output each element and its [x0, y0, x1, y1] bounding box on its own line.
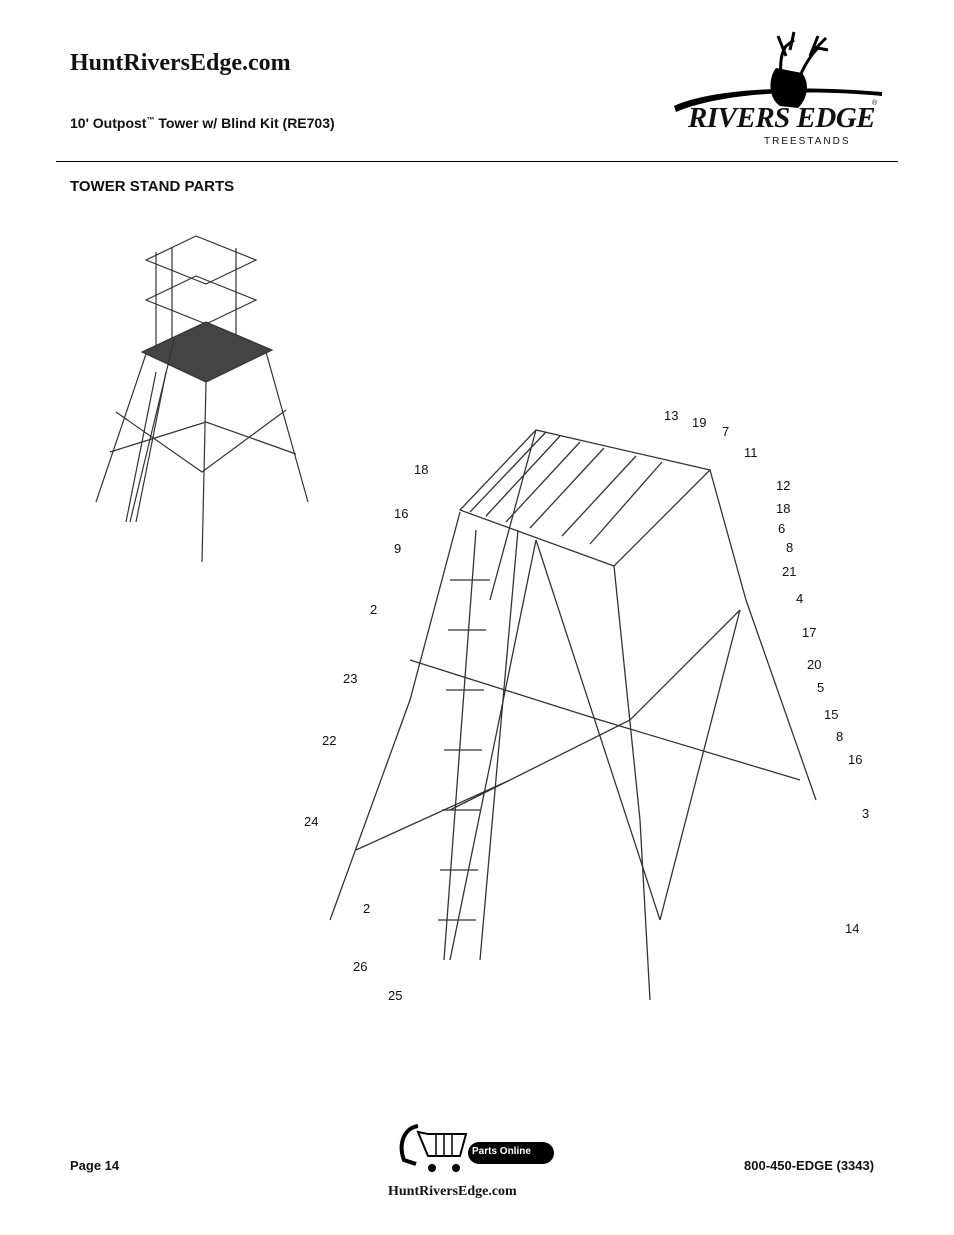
callout-9: 9 — [394, 541, 402, 556]
tower-parts-exploded-diagram — [329, 429, 817, 1001]
callout-11: 11 — [744, 445, 758, 460]
assembled-tower-thumbnail — [95, 235, 309, 563]
registered-mark: ® — [872, 100, 878, 107]
callout-18b: 18 — [776, 501, 791, 516]
callout-8a: 8 — [786, 540, 794, 555]
callout-23: 23 — [343, 671, 358, 686]
logo-wordmark: RIVERS EDGE — [688, 102, 876, 134]
callout-2a: 2 — [370, 602, 378, 617]
phone-number: 800-450-EDGE (3343) — [744, 1158, 875, 1173]
product-name: 10' Outpost — [70, 115, 147, 131]
section-title: TOWER STAND PARTS — [70, 178, 235, 195]
callout-5: 5 — [817, 680, 825, 695]
callout-17: 17 — [802, 625, 817, 640]
parts-online-label: Parts Online — [472, 1146, 531, 1157]
callout-20: 20 — [807, 657, 822, 672]
callout-15: 15 — [824, 707, 839, 722]
rivers-edge-logo: RIVERS EDGE ® TREESTANDS — [668, 28, 890, 150]
callout-13: 13 — [664, 408, 679, 423]
callout-21: 21 — [782, 564, 797, 579]
callout-16a: 16 — [394, 506, 409, 521]
callout-14: 14 — [845, 921, 860, 936]
callout-22: 22 — [322, 733, 337, 748]
footer-url[interactable]: HuntRiversEdge.com — [388, 1184, 517, 1199]
header-divider — [56, 161, 898, 162]
deer-head-icon — [674, 31, 882, 112]
callout-12: 12 — [776, 478, 791, 493]
callout-3: 3 — [862, 806, 870, 821]
callout-7: 7 — [722, 424, 730, 439]
product-suffix: Tower w/ Blind Kit (RE703) — [158, 115, 335, 131]
shopping-cart-icon — [399, 1124, 554, 1172]
trademark-symbol: ™ — [146, 115, 155, 125]
callout-2b: 2 — [363, 901, 371, 916]
callout-16b: 16 — [848, 752, 863, 767]
callout-4: 4 — [796, 591, 804, 606]
product-subtitle: 10' Outpost™ Tower w/ Blind Kit (RE703) — [70, 115, 335, 131]
callout-6: 6 — [778, 521, 786, 536]
logo-tagline: TREESTANDS — [764, 136, 851, 147]
callout-18a: 18 — [414, 462, 429, 477]
callout-19: 19 — [692, 415, 707, 430]
callout-24: 24 — [304, 814, 319, 829]
callout-8b: 8 — [836, 729, 844, 744]
callout-25: 25 — [388, 988, 403, 1003]
page-number: Page 14 — [70, 1158, 120, 1173]
site-title: HuntRiversEdge.com — [70, 50, 291, 76]
callout-26: 26 — [353, 959, 368, 974]
